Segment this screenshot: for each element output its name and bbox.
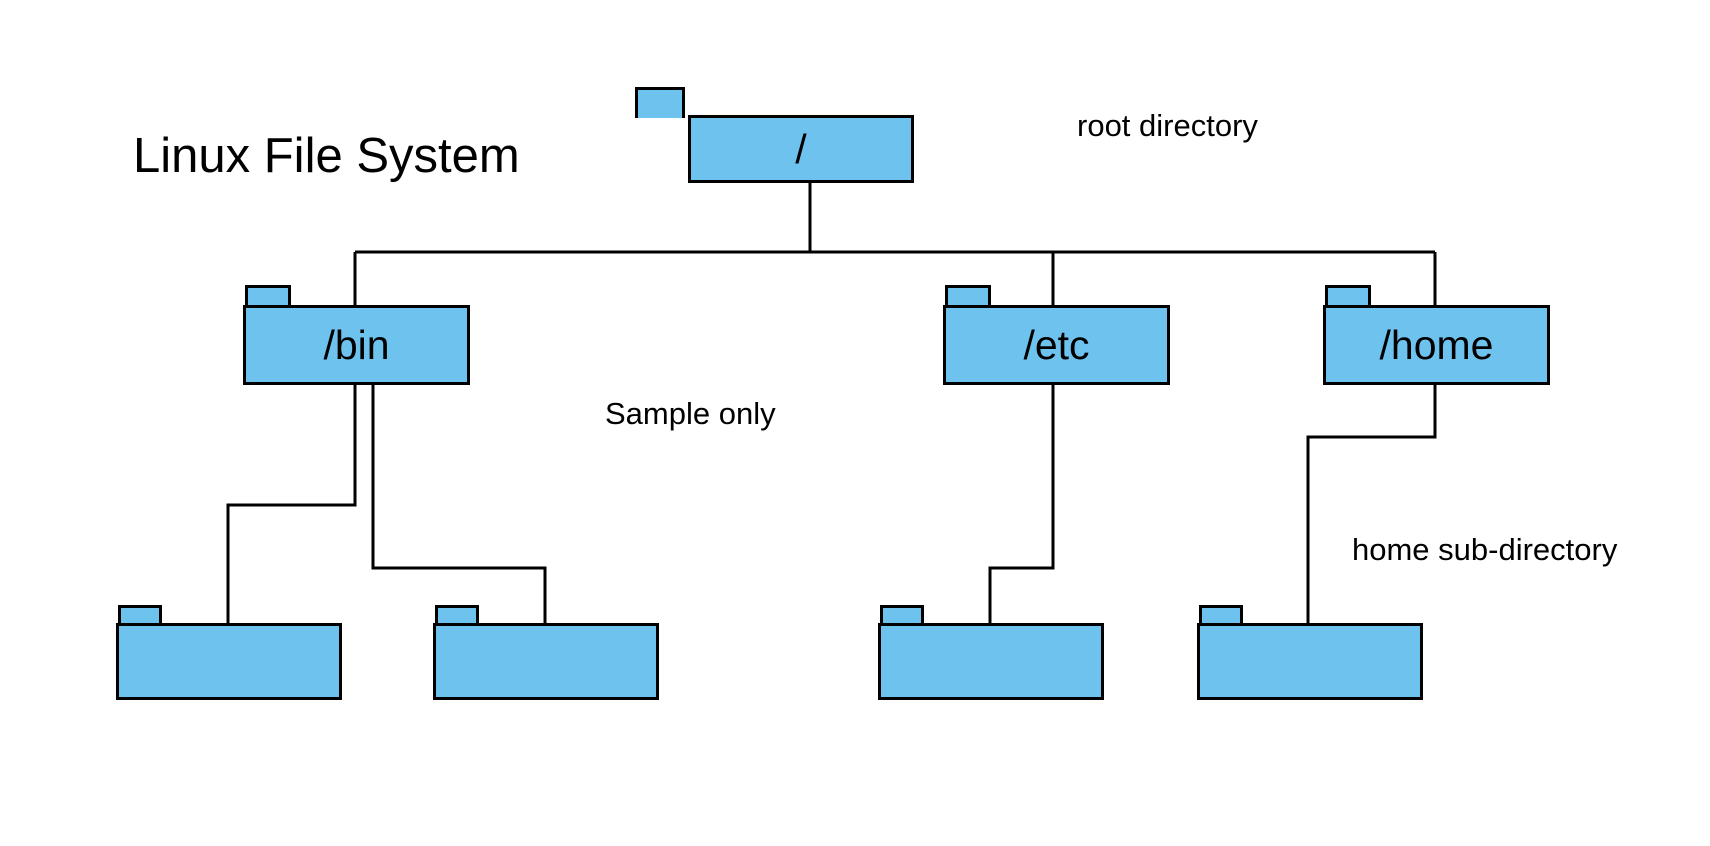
etc-child-folder-1-body[interactable]: [878, 623, 1104, 700]
bin-child-folder-2-body[interactable]: [433, 623, 659, 700]
folder-icon: [1199, 605, 1243, 625]
home-folder-body[interactable]: /home: [1323, 305, 1550, 385]
page-title: Linux File System: [133, 129, 520, 183]
annotation-sample-only: Sample only: [605, 396, 776, 431]
etc-folder-body[interactable]: /etc: [943, 305, 1170, 385]
bin-folder-label: /bin: [323, 321, 390, 368]
folder-icon: [945, 285, 991, 307]
folder-icon: [245, 285, 291, 307]
home-child-folder-1-body[interactable]: [1197, 623, 1423, 700]
folder-icon: [635, 87, 685, 118]
wire-etc-to-child-1: [988, 385, 1055, 623]
annotation-root-directory: root directory: [1077, 108, 1258, 143]
etc-folder-label: /etc: [1023, 321, 1090, 368]
root-folder-label: /: [795, 125, 807, 172]
folder-icon: [435, 605, 479, 625]
wire-home-to-child-1: [1306, 385, 1437, 623]
folder-icon: [1325, 285, 1371, 307]
annotation-home-sub-directory: home sub-directory: [1352, 532, 1618, 567]
wire-bin-to-child-2: [371, 385, 547, 623]
root-folder-body[interactable]: /: [688, 115, 914, 183]
bin-child-folder-1-body[interactable]: [116, 623, 342, 700]
folder-icon: [118, 605, 162, 625]
bin-folder-body[interactable]: /bin: [243, 305, 470, 385]
home-folder-label: /home: [1379, 321, 1494, 368]
folder-icon: [880, 605, 924, 625]
wire-bin-to-child-1: [226, 385, 357, 623]
